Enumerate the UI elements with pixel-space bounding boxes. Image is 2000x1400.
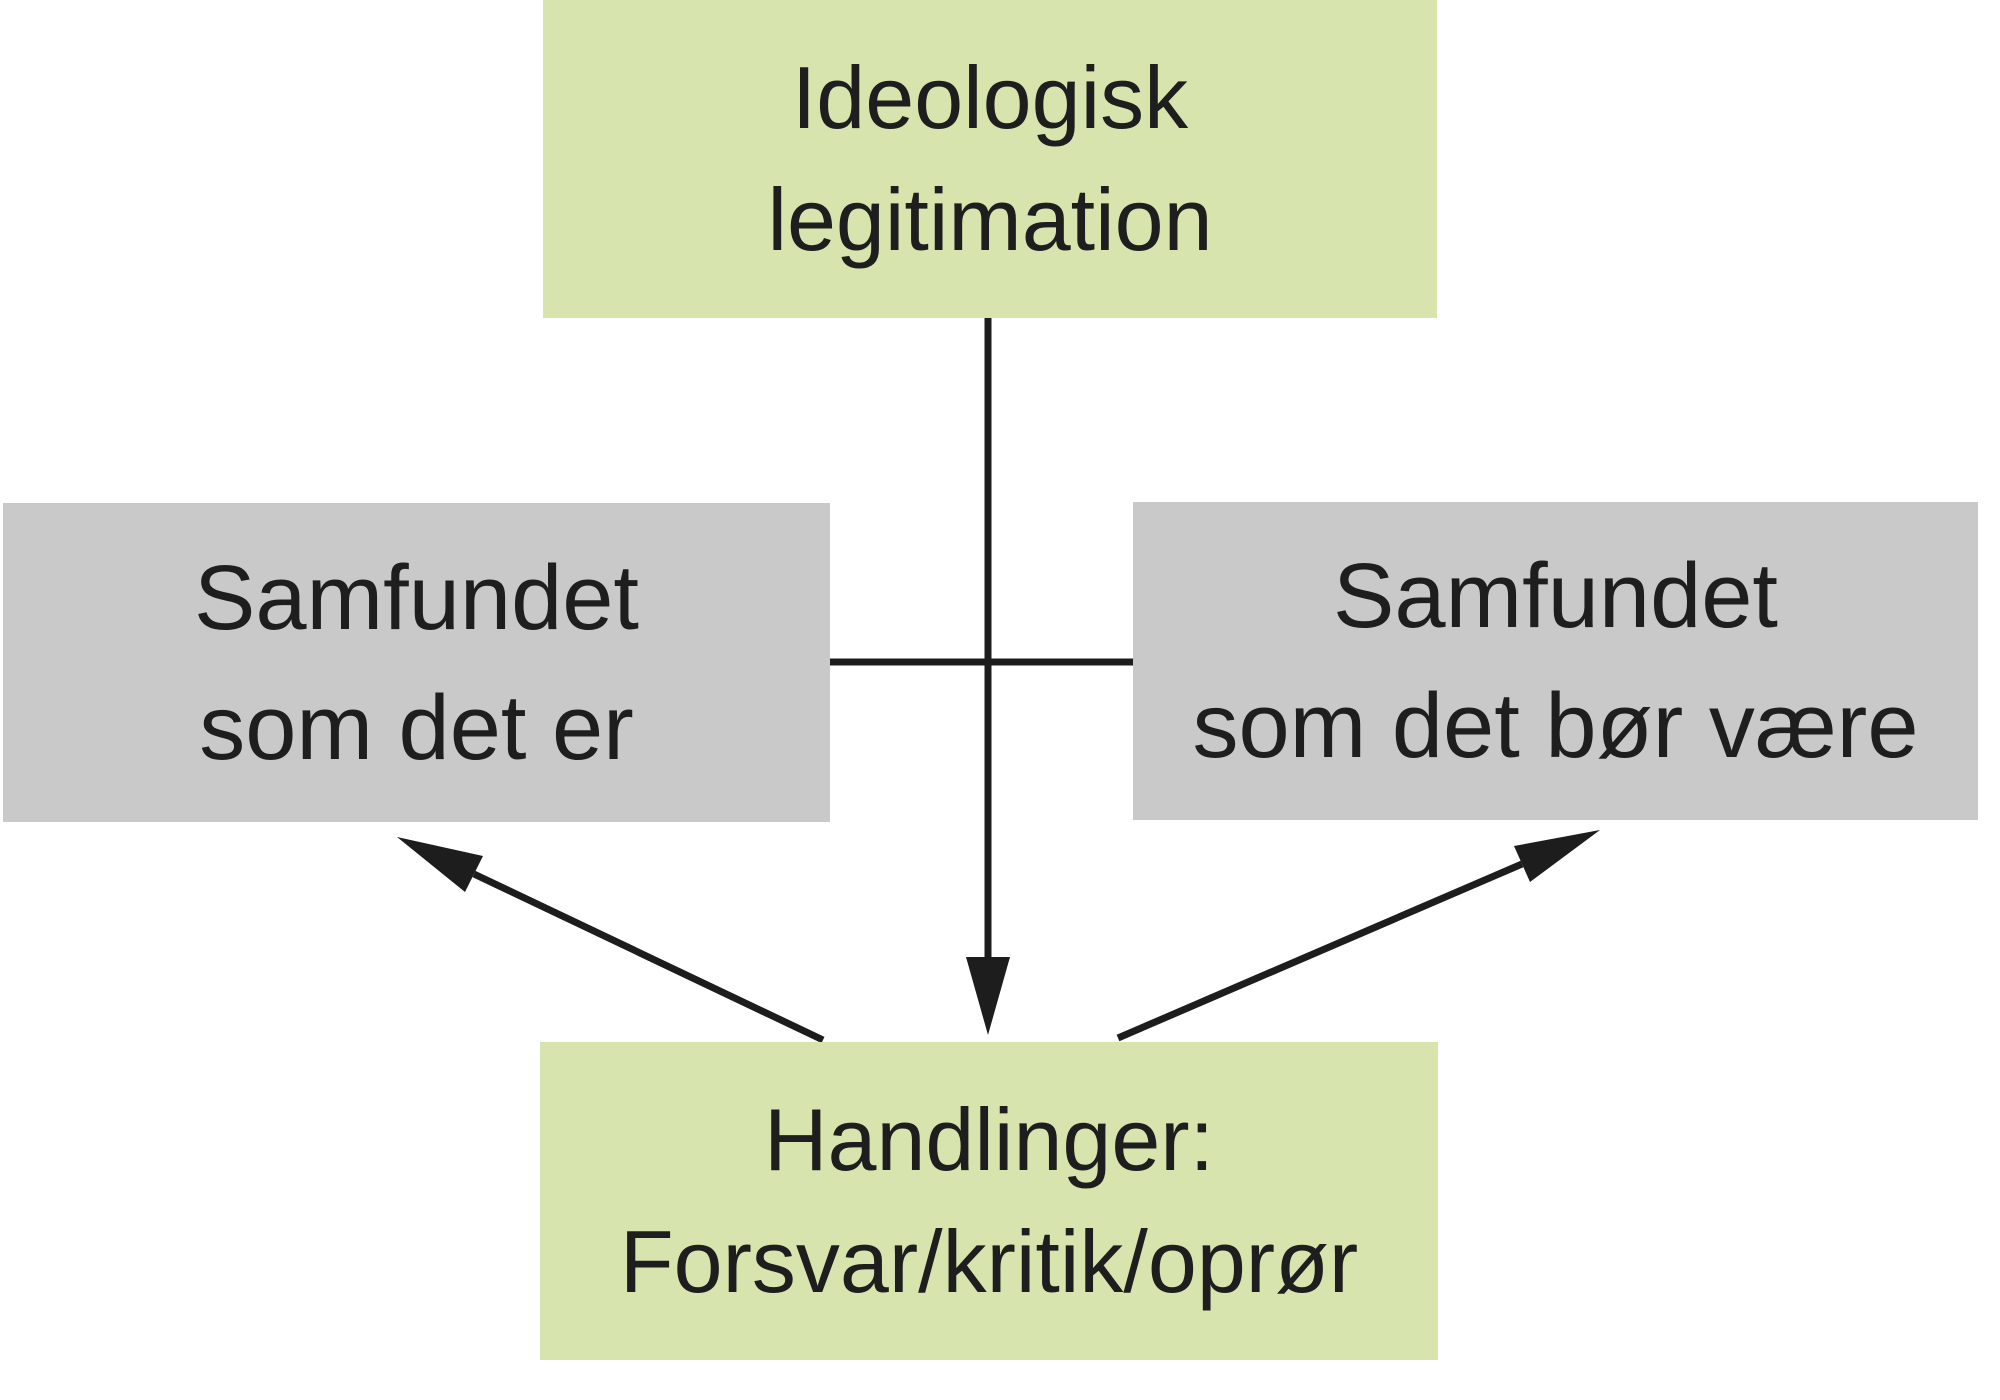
node-ideologisk-legitimation: Ideologisk legitimation [543,0,1437,318]
node-label-line: som det bør være [1192,675,1919,777]
node-label-line: Forsvar/kritik/oprør [619,1212,1359,1311]
arrowhead-up-left-icon [397,837,483,892]
arrow-ideologisk-to-handlinger [966,318,1010,1035]
node-label-line: som det er [199,676,634,779]
arrow-handlinger-to-samfundet-er [397,837,825,1044]
node-label-line: legitimation [767,170,1213,269]
node-samfundet-som-det-bor-vaere: Samfundet som det bør være [1133,502,1978,820]
node-handlinger: Handlinger: Forsvar/kritik/oprør [540,1042,1438,1360]
node-label-line: Samfundet [194,546,639,649]
arrow-shaft [472,870,825,1044]
arrowhead-down-icon [966,957,1010,1035]
node-label-line: Ideologisk [791,48,1189,147]
arrow-shaft [1116,860,1524,1042]
node-label-line: Handlinger: [763,1090,1215,1189]
node-samfundet-som-det-er: Samfundet som det er [3,503,830,822]
arrow-handlinger-to-samfundet-bor [1116,830,1600,1042]
node-label-line: Samfundet [1333,545,1778,647]
arrowhead-up-right-icon [1514,830,1600,882]
